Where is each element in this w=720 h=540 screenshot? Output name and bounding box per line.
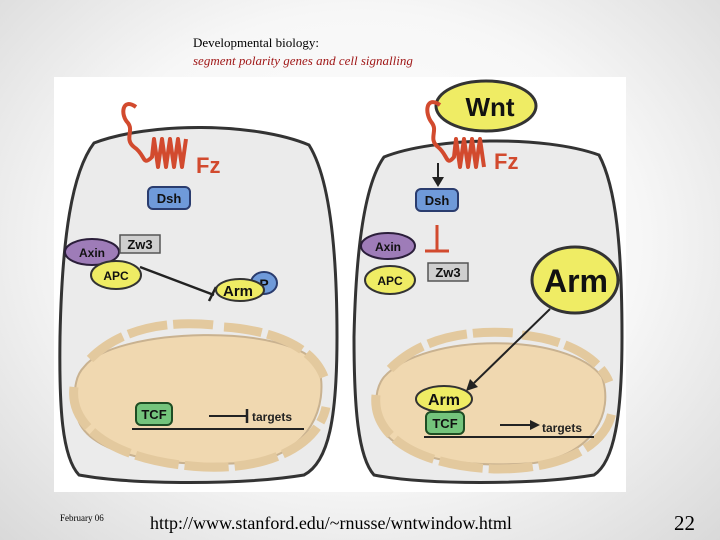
- right-apc-label: APC: [377, 274, 403, 288]
- right-arm-nucleus-label: Arm: [428, 392, 460, 409]
- left-fz-label: Fz: [196, 153, 220, 178]
- left-fz-receptor: [121, 102, 188, 169]
- page-number: 22: [674, 511, 695, 535]
- left-apc-oval: [90, 260, 142, 290]
- right-arm-cytoplasm-label: Arm: [544, 263, 608, 299]
- right-arm-cytoplasm-oval: [530, 245, 620, 315]
- left-cell: Fz Dsh Axin Zw3 APC P Arm TCF targets: [58, 102, 339, 484]
- right-targets-label: targets: [542, 421, 582, 435]
- right-dsh-box: [415, 188, 459, 212]
- left-degradation-bar: [207, 286, 218, 302]
- left-phospho-label: P: [259, 276, 268, 292]
- right-cell: Wnt Fz Dsh Axin APC Zw3 Arm Arm: [352, 79, 624, 484]
- right-fz-receptor: [425, 100, 486, 169]
- footer-url[interactable]: http://www.stanford.edu/~rnusse/wntwindo…: [150, 513, 512, 533]
- right-transcription-arrowhead: [530, 420, 540, 430]
- left-zw3-box: [119, 234, 161, 254]
- left-dsh-box: [147, 186, 191, 210]
- left-degradation-line: [139, 265, 215, 297]
- slide-title-block: Developmental biology: segment polarity …: [193, 34, 413, 70]
- left-dsh-label: Dsh: [157, 191, 182, 206]
- right-translocation-arrowhead: [466, 379, 478, 391]
- left-nucleus: [69, 319, 331, 472]
- left-arm-oval: [215, 278, 265, 302]
- right-tcf-box: [425, 411, 465, 435]
- right-axin-oval: [360, 232, 416, 260]
- left-tcf-label: TCF: [141, 407, 166, 422]
- slide-subtitle: segment polarity genes and cell signalli…: [193, 53, 413, 68]
- right-nuclear-envelope-bottom: [371, 394, 617, 474]
- left-tcf-box: [135, 402, 173, 426]
- left-axin-oval: [64, 238, 120, 266]
- left-nuclear-envelope-top: [86, 319, 215, 363]
- left-nuclear-envelope-bottom: [69, 386, 331, 472]
- right-zw3-box: [427, 262, 469, 282]
- slide-title: Developmental biology:: [193, 35, 320, 50]
- right-translocation-line: [473, 308, 551, 384]
- right-nucleus: [371, 327, 617, 474]
- left-axin-label: Axin: [79, 246, 105, 260]
- left-nuclear-envelope-right: [223, 322, 329, 379]
- footer-date: February 06: [60, 513, 104, 523]
- right-fz-label: Fz: [494, 149, 518, 174]
- left-fz-receptor-chain: [121, 102, 188, 169]
- right-dsh-label: Dsh: [425, 193, 450, 208]
- right-nuclear-envelope-top: [386, 327, 515, 373]
- left-zw3-label: Zw3: [127, 237, 152, 252]
- right-zw3-label: Zw3: [435, 265, 460, 280]
- right-wnt-oval: [434, 79, 538, 133]
- right-nuclear-envelope-right: [521, 330, 614, 384]
- wnt-signalling-diagram: Fz Dsh Axin Zw3 APC P Arm TCF targets: [54, 77, 626, 492]
- right-activation-arrowhead: [432, 177, 444, 187]
- right-apc-oval: [364, 265, 416, 295]
- left-apc-label: APC: [103, 269, 129, 283]
- right-tcf-label: TCF: [432, 416, 457, 431]
- right-axin-label: Axin: [375, 240, 401, 254]
- left-targets-label: targets: [252, 410, 292, 424]
- right-fz-receptor-chain: [425, 100, 486, 169]
- left-arm-label: Arm: [223, 283, 253, 300]
- right-wnt-label: Wnt: [465, 92, 514, 122]
